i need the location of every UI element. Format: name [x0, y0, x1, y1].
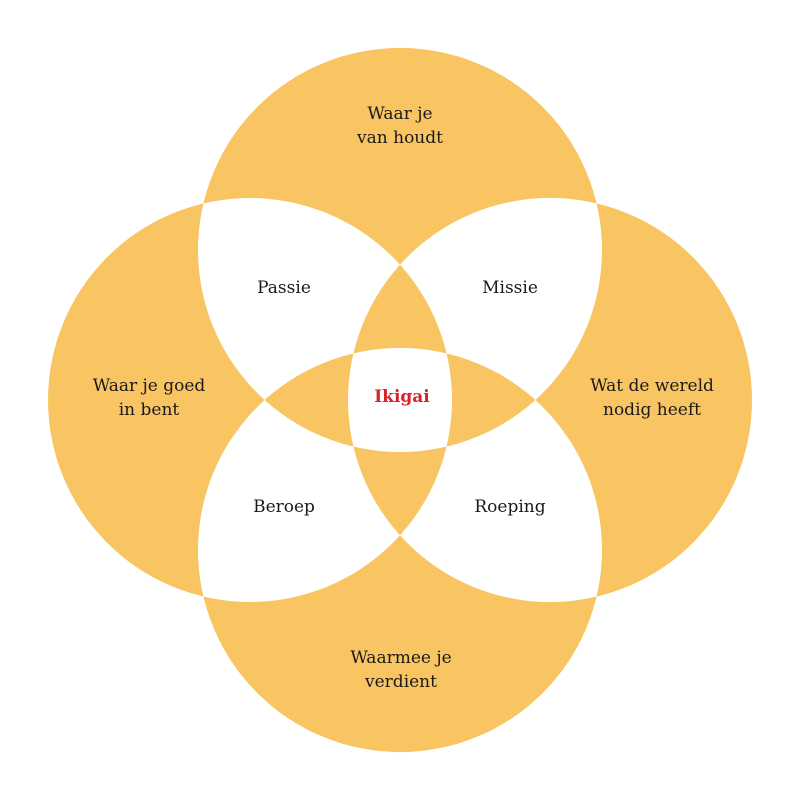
label-line: Waar je — [367, 104, 433, 124]
overlap-roeping: Roeping — [474, 497, 546, 517]
label-line: Waarmee je — [350, 648, 452, 668]
circle-label-good-at: Waar je goed in bent — [93, 374, 206, 422]
circle-label-world-needs: Wat de wereld nodig heeft — [590, 374, 714, 422]
venn-shape — [48, 47, 752, 753]
label-line: in bent — [118, 400, 180, 420]
circle-label-love: Waar je van houdt — [357, 102, 443, 150]
label-line: Waar je goed — [92, 376, 206, 396]
overlap-missie: Missie — [482, 278, 538, 298]
overlap-passie: Passie — [257, 278, 311, 298]
label-line: verdient — [365, 672, 437, 692]
circle-label-paid-for: Waarmee je verdient — [350, 646, 451, 694]
label-line: van houdt — [357, 128, 443, 148]
overlap-beroep: Beroep — [253, 497, 315, 517]
center-label-ikigai: Ikigai — [374, 387, 430, 407]
label-line: Wat de wereld — [590, 376, 714, 396]
label-line: nodig heeft — [603, 400, 701, 420]
